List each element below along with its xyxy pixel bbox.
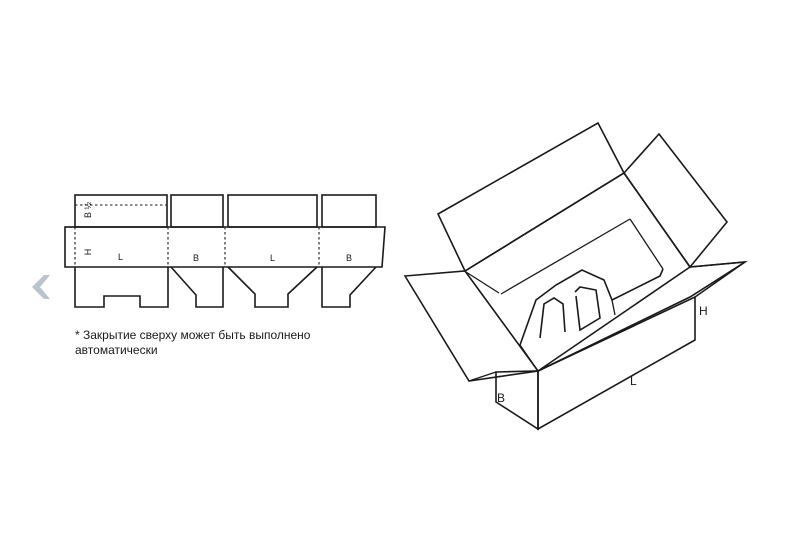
bottom-flap-4 bbox=[321, 266, 377, 308]
bottom-flap-2 bbox=[170, 266, 224, 308]
dimension-label-l: L bbox=[630, 374, 637, 388]
left-front-flap bbox=[403, 270, 540, 382]
note-line-1: * Закрытие сверху может быть выполнено bbox=[75, 328, 311, 342]
panel-label-l1: L bbox=[118, 252, 123, 262]
flat-box-layout: H L B L B B ½ bbox=[64, 194, 386, 308]
front-side-b bbox=[495, 370, 539, 431]
inner-back-wall bbox=[464, 171, 691, 272]
panel-label-b2: B bbox=[346, 253, 352, 263]
note-text: * Закрытие сверху может быть выполнено а… bbox=[75, 328, 375, 358]
note-line-2: автоматически bbox=[75, 343, 158, 357]
front-flap-edge bbox=[689, 260, 748, 298]
top-flap-2 bbox=[170, 194, 224, 228]
flap-label-b-half: B ½ bbox=[83, 202, 93, 219]
panel-label-b1: B bbox=[193, 253, 199, 263]
main-body-outline bbox=[64, 226, 386, 268]
dimension-label-h: H bbox=[699, 304, 708, 318]
top-flap-3 bbox=[227, 194, 318, 228]
back-top-flap bbox=[436, 121, 626, 273]
inner-insert bbox=[519, 268, 664, 346]
chevron-left-icon[interactable] bbox=[28, 270, 58, 304]
bottom-flap-3 bbox=[227, 266, 318, 308]
panel-label-h: H bbox=[83, 249, 93, 256]
insert-slot bbox=[574, 286, 601, 332]
top-flap-4 bbox=[321, 194, 377, 228]
insert-tab bbox=[539, 297, 566, 339]
bottom-flap-1 bbox=[74, 267, 169, 308]
box-3d-illustration: H L B bbox=[403, 121, 748, 431]
panel-label-l2: L bbox=[270, 253, 275, 263]
dimension-label-b: B bbox=[497, 391, 505, 405]
